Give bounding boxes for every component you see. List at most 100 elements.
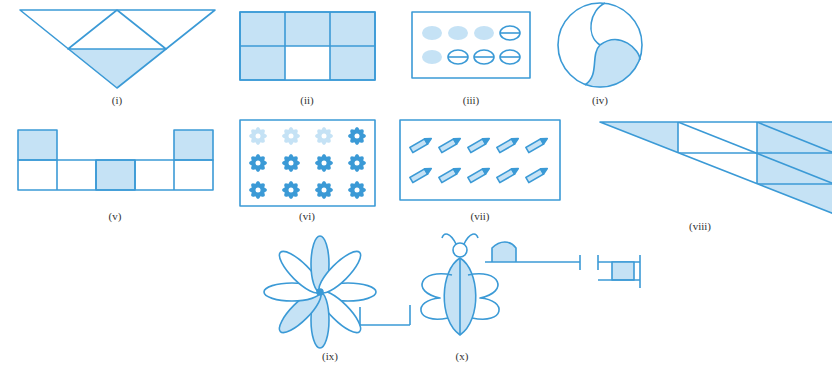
figure-label: (vii): [471, 210, 490, 222]
flower-set: [348, 160, 366, 167]
oval-set: [474, 56, 494, 58]
flower-set: [282, 160, 300, 167]
divided-triangle: [68, 49, 166, 88]
flower-set: [355, 188, 360, 193]
petal-flower: [314, 246, 366, 298]
flower-set: [348, 181, 366, 199]
pencil-set: [439, 136, 462, 153]
pencil-set: [468, 166, 491, 183]
pencil-set: [541, 136, 549, 144]
pencil-set: [400, 120, 560, 200]
figure-set: [18, 3, 832, 348]
grid-triangle: [600, 122, 832, 214]
flower-set: [315, 160, 333, 167]
flower-set: [348, 181, 366, 199]
grid-triangle: [600, 122, 832, 215]
butterfly: [421, 234, 580, 335]
grid-rectangle: [240, 45, 375, 47]
flower-set: [256, 161, 261, 166]
flower-set: [249, 127, 267, 145]
butterfly: [468, 274, 499, 320]
square-row: [134, 160, 136, 190]
flower-set: [255, 181, 262, 199]
flower-set: [315, 133, 333, 140]
divided-circle: [585, 45, 600, 85]
flower-set: [249, 133, 267, 140]
flower-set: [322, 161, 327, 166]
divided-triangle: [20, 10, 215, 88]
flower-set: [249, 127, 267, 145]
flower-set: [282, 181, 300, 199]
step-line: [360, 307, 410, 325]
oval-set: [422, 26, 442, 40]
figure-label: (ix): [322, 350, 338, 362]
grid-rectangle: [240, 12, 375, 80]
figure-label: (vi): [299, 210, 315, 222]
flower-set: [282, 187, 300, 194]
flower-set: [348, 154, 366, 172]
flower-set: [315, 181, 333, 199]
pencil-set: [410, 136, 433, 153]
butterfly: [442, 234, 456, 244]
grid-rectangle: [240, 12, 375, 80]
step-line: [409, 305, 411, 325]
flower-set: [256, 134, 261, 139]
flower-set: [348, 181, 366, 199]
grid-triangle: [678, 122, 832, 184]
divided-triangle: [20, 10, 215, 88]
butterfly: [485, 261, 580, 263]
flower-set: [348, 127, 366, 145]
flower-set: [255, 127, 262, 145]
pencil-set: [468, 136, 491, 153]
oval-set: [500, 50, 520, 64]
divided-circle: [558, 3, 642, 87]
square-row: [96, 160, 135, 190]
flower-set: [282, 181, 300, 199]
pencil-set: [425, 136, 433, 144]
bracket-square: [598, 255, 640, 288]
square-row: [18, 130, 57, 160]
flower-set: [289, 161, 294, 166]
oval-set: [412, 12, 530, 78]
oval-set: [448, 26, 468, 40]
oval-set: [474, 50, 494, 64]
flower-set: [348, 133, 366, 140]
flower-set: [282, 127, 300, 145]
pencil-set: [512, 136, 520, 144]
grid-triangle: [756, 122, 758, 214]
flower-set: [282, 154, 300, 172]
pencil-set: [483, 136, 491, 144]
pencil-set: [454, 136, 462, 144]
flower-set: [315, 127, 333, 145]
flower-set: [249, 154, 267, 172]
flower-set: [282, 127, 300, 145]
square-row: [95, 160, 97, 190]
flower-set: [322, 134, 327, 139]
pencil-set: [410, 136, 549, 183]
figure-label: (x): [456, 350, 469, 362]
oval-set: [474, 26, 494, 40]
flower-set: [249, 127, 366, 199]
pencil-set: [526, 166, 549, 183]
flower-set: [321, 127, 328, 145]
butterfly: [459, 258, 461, 335]
pencil-set: [497, 136, 520, 153]
pencil-set: [541, 166, 549, 174]
flower-set: [354, 127, 361, 145]
flower-set: [288, 181, 295, 199]
flower-set: [289, 134, 294, 139]
pencil-set: [439, 166, 462, 183]
petal-flower: [264, 236, 376, 348]
butterfly: [579, 255, 581, 270]
pencil-set: [454, 166, 462, 174]
oval-set: [448, 56, 468, 58]
flower-set: [315, 181, 333, 199]
oval-set: [500, 26, 520, 40]
butterfly: [453, 243, 467, 257]
flower-set: [348, 187, 366, 194]
butterfly: [421, 274, 452, 320]
grid-triangle: [600, 152, 832, 154]
pencil-set: [497, 166, 520, 183]
